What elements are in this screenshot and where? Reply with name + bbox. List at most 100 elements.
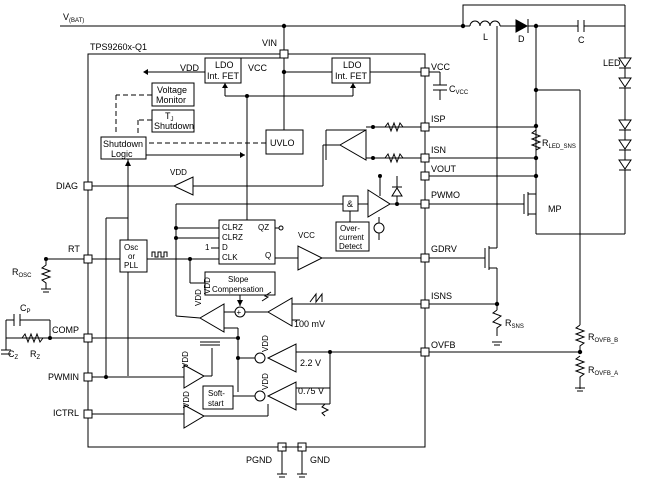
inductor	[462, 4, 516, 27]
summing-plus: +	[237, 308, 242, 317]
current-sense-amp	[338, 129, 367, 161]
pin-ovfb	[420, 347, 430, 357]
gm-current-source	[254, 352, 266, 364]
r-sns	[491, 309, 503, 336]
pin-pwmin-label: PWMIN	[48, 372, 79, 382]
vbat-label: V(BAT)	[63, 12, 84, 24]
soft-l1: Soft-	[208, 389, 225, 398]
pin-ovfb-label: OVFB	[431, 340, 456, 350]
ocd-current-source	[373, 222, 385, 234]
gm-vdd: VDD	[261, 335, 270, 352]
ff-one: 1	[205, 243, 210, 252]
pin-rt	[83, 254, 93, 264]
soft-l2: start	[208, 399, 224, 408]
lightning-icon	[261, 291, 272, 302]
pwmo-driver	[367, 189, 391, 218]
pin-vout-label: VOUT	[431, 164, 457, 174]
ss-resistor	[321, 403, 330, 417]
shutdown-logic	[100, 136, 147, 160]
shut-l1: Shutdown	[103, 139, 143, 149]
ictrl-buffer	[183, 404, 206, 429]
pin-gdrv-label: GDRV	[431, 244, 457, 254]
uvlo	[265, 129, 304, 155]
r-sns-label: RSNS	[505, 318, 524, 330]
pin-pwmin	[83, 372, 93, 382]
pin-ictrl	[83, 409, 93, 419]
r-ovfb-b	[574, 324, 586, 352]
vmon-l2: Monitor	[156, 95, 186, 105]
tj-l1: TJ	[165, 111, 174, 123]
inductor-label: L	[483, 32, 488, 42]
ic-name-label: TPS9260x-Q1	[90, 42, 147, 52]
pin-gdrv	[420, 253, 430, 263]
osc-l3: PLL	[124, 261, 139, 270]
tj-shutdown	[151, 109, 195, 133]
ldo-1-l1: LDO	[215, 60, 234, 70]
pin-comp-label: COMP	[52, 325, 79, 335]
vmon-l1: Voltage	[157, 85, 187, 95]
ldo-1	[204, 57, 242, 84]
isns-amp	[267, 297, 293, 327]
tj-l2: Shutdown	[154, 121, 194, 131]
pin-pwmo-label: PWMO	[431, 190, 460, 200]
pin-vcc-label: VCC	[431, 62, 451, 72]
pin-ictrl-label: ICTRL	[53, 408, 79, 418]
pin-vin	[279, 49, 289, 59]
gate-driver-vcc: VCC	[298, 231, 315, 240]
and-gate-label: &	[347, 199, 353, 209]
slope-l1: Slope	[228, 275, 249, 284]
pin-isns	[420, 299, 430, 309]
isns-vdd: VDD	[203, 277, 212, 294]
r-led-sns-label: RLED_SNS	[542, 138, 576, 150]
led-string	[618, 57, 632, 234]
cz-label: CZ	[8, 349, 19, 361]
ff-qz: QZ	[258, 223, 269, 232]
pin-pgnd-label: PGND	[246, 455, 273, 465]
ldo-1-l2: Int. FET	[207, 71, 240, 81]
pin-isp-label: ISP	[431, 114, 446, 124]
r-ovfb-a	[574, 355, 586, 389]
ss-current-source	[254, 390, 266, 402]
shut-l2: Logic	[111, 149, 133, 159]
ocd-l2: current	[339, 233, 365, 242]
ic-boundary	[87, 53, 426, 448]
mp-transistor	[523, 176, 537, 234]
ocd-l1: Over-	[340, 224, 360, 233]
ldo-2-l2: Int. FET	[335, 71, 368, 81]
gate-driver	[297, 245, 324, 271]
pin-diag-label: DIAG	[56, 181, 78, 191]
pin-pwmo	[420, 199, 430, 209]
ff-clrz1: CLRZ	[222, 223, 243, 232]
soft-start	[202, 385, 234, 410]
ff-d: D	[222, 243, 228, 252]
pwm-comp-vdd: VDD	[194, 289, 203, 306]
mp-label: MP	[548, 204, 562, 214]
cvcc-label: CVCC	[449, 84, 469, 96]
pin-isp	[420, 122, 430, 132]
pwm-comparator	[199, 303, 225, 333]
r-led-sns	[530, 129, 542, 151]
osc-l1: Osc	[124, 243, 138, 252]
v-2v2-label: 2.2 V	[300, 358, 321, 368]
pin-vin-label: VIN	[262, 38, 277, 48]
overcurrent-detect	[335, 221, 370, 252]
ldo-2	[331, 57, 371, 84]
clock-waveform	[151, 251, 168, 258]
diode-label: D	[518, 34, 525, 44]
r-osc	[40, 259, 52, 289]
pin-diag	[83, 181, 93, 191]
pin-gnd-label: GND	[310, 455, 331, 465]
r-osc-label: ROSC	[12, 267, 32, 279]
pin-isns-label: ISNS	[431, 291, 452, 301]
ldo-1-vcc: VCC	[248, 63, 268, 73]
ff-clrz2: CLRZ	[222, 233, 243, 242]
ldo-1-vdd: VDD	[180, 63, 200, 73]
cp-label: CP	[20, 303, 31, 315]
osc-or-pll	[119, 239, 148, 273]
pwmin-vdd: VDD	[181, 351, 190, 368]
pin-vcc	[420, 67, 430, 77]
low-side-mosfet	[484, 26, 498, 310]
rz	[21, 332, 44, 344]
diode	[515, 19, 529, 33]
